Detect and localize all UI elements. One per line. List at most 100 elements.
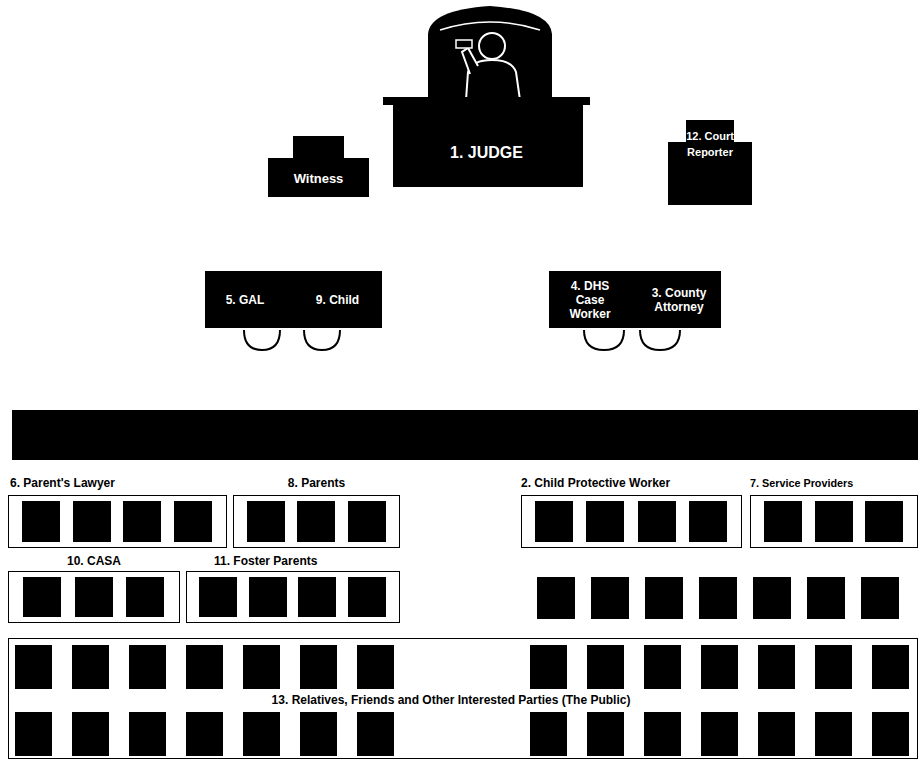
judge-arm (462, 48, 478, 74)
seat (129, 645, 166, 689)
judge-bench: 1. JUDGE (383, 97, 590, 187)
seat (587, 645, 624, 689)
courtroom-bar (12, 410, 918, 460)
seating-group: 2. Child Protective Worker (521, 474, 742, 548)
stand-box: Witness (268, 136, 369, 197)
chair (584, 330, 624, 350)
public-gallery: 13. Relatives, Friends and Other Interes… (8, 638, 918, 759)
seat (638, 501, 676, 542)
seat (247, 501, 285, 542)
seating-group: 8. Parents (233, 474, 400, 548)
judge-head (479, 33, 505, 59)
seat (764, 501, 802, 542)
seat (300, 645, 337, 689)
bench-label: 1. JUDGE (393, 141, 580, 165)
group-heading: 7. Service Providers (750, 474, 918, 493)
seat (186, 712, 223, 756)
seat (186, 645, 223, 689)
bench-shape-outline (383, 97, 590, 187)
seat (357, 645, 394, 689)
counsel-table: 4. DHS Case Worker 3. County Attorney (549, 271, 721, 328)
seat (587, 712, 624, 756)
gallery-label: 13. Relatives, Friends and Other Interes… (8, 689, 894, 711)
seat (72, 645, 109, 689)
seat (699, 577, 737, 619)
seat (872, 645, 909, 689)
seat (73, 501, 111, 542)
seat (126, 577, 164, 617)
seat (701, 712, 738, 756)
table-label: 3. County Attorney (645, 271, 713, 328)
seat (645, 577, 683, 619)
group-heading: 6. Parent's Lawyer (8, 474, 227, 493)
seat (243, 645, 280, 689)
group-heading: 10. CASA (8, 553, 180, 569)
seat (815, 501, 853, 542)
seat (249, 577, 287, 617)
seat-box (521, 495, 742, 548)
seating-group: 10. CASA (8, 553, 180, 623)
seat-box (750, 495, 918, 548)
seat (199, 577, 237, 617)
seat (535, 501, 573, 542)
seat (758, 712, 795, 756)
chair (640, 330, 680, 350)
seat (129, 712, 166, 756)
seating-group: 7. Service Providers (750, 474, 918, 548)
judge-chair (428, 6, 552, 100)
seat-box (8, 495, 227, 548)
seat (591, 577, 629, 619)
seat (861, 577, 899, 619)
stand-label: Witness (268, 164, 369, 194)
seat-box (8, 571, 180, 623)
seat (15, 645, 52, 689)
seat (644, 645, 681, 689)
seat (530, 645, 567, 689)
seat (537, 577, 575, 619)
seat (753, 577, 791, 619)
seat (586, 501, 624, 542)
seat (75, 577, 113, 617)
chair (304, 330, 340, 350)
counsel-table: 5. GAL9. Child (205, 271, 382, 328)
chair (244, 330, 280, 350)
group-heading: 8. Parents (233, 474, 400, 493)
seat (872, 712, 909, 756)
seating-group: 11. Foster Parents (186, 553, 400, 623)
stand-shape-outline (268, 136, 369, 197)
seat (23, 577, 61, 617)
stand-label: 12. Court Reporter (680, 128, 740, 160)
seat (298, 577, 336, 617)
seat (807, 577, 845, 619)
table-label: 4. DHS Case Worker (559, 271, 621, 328)
group-heading: 11. Foster Parents (186, 553, 400, 569)
stand-shape-outline (668, 120, 752, 205)
seating-group: 6. Parent's Lawyer (8, 474, 227, 548)
seat-box (186, 571, 400, 623)
seat (865, 501, 903, 542)
seat (644, 712, 681, 756)
chair-trim (440, 22, 540, 30)
seat (758, 645, 795, 689)
seat (815, 645, 852, 689)
bench-shape (383, 97, 590, 187)
seat (243, 712, 280, 756)
seat (348, 577, 386, 617)
seat (300, 712, 337, 756)
stand-shape (268, 136, 369, 197)
seat (15, 712, 52, 756)
seat (530, 712, 567, 756)
seat (22, 501, 60, 542)
table-label: 5. GAL (210, 271, 280, 328)
seat (701, 645, 738, 689)
seat (72, 712, 109, 756)
seat (815, 712, 852, 756)
seat (174, 501, 212, 542)
gavel (456, 40, 472, 48)
seat (297, 501, 335, 542)
stand-box: 12. Court Reporter (668, 120, 752, 205)
seat (123, 501, 161, 542)
seat (348, 501, 386, 542)
seat (357, 712, 394, 756)
